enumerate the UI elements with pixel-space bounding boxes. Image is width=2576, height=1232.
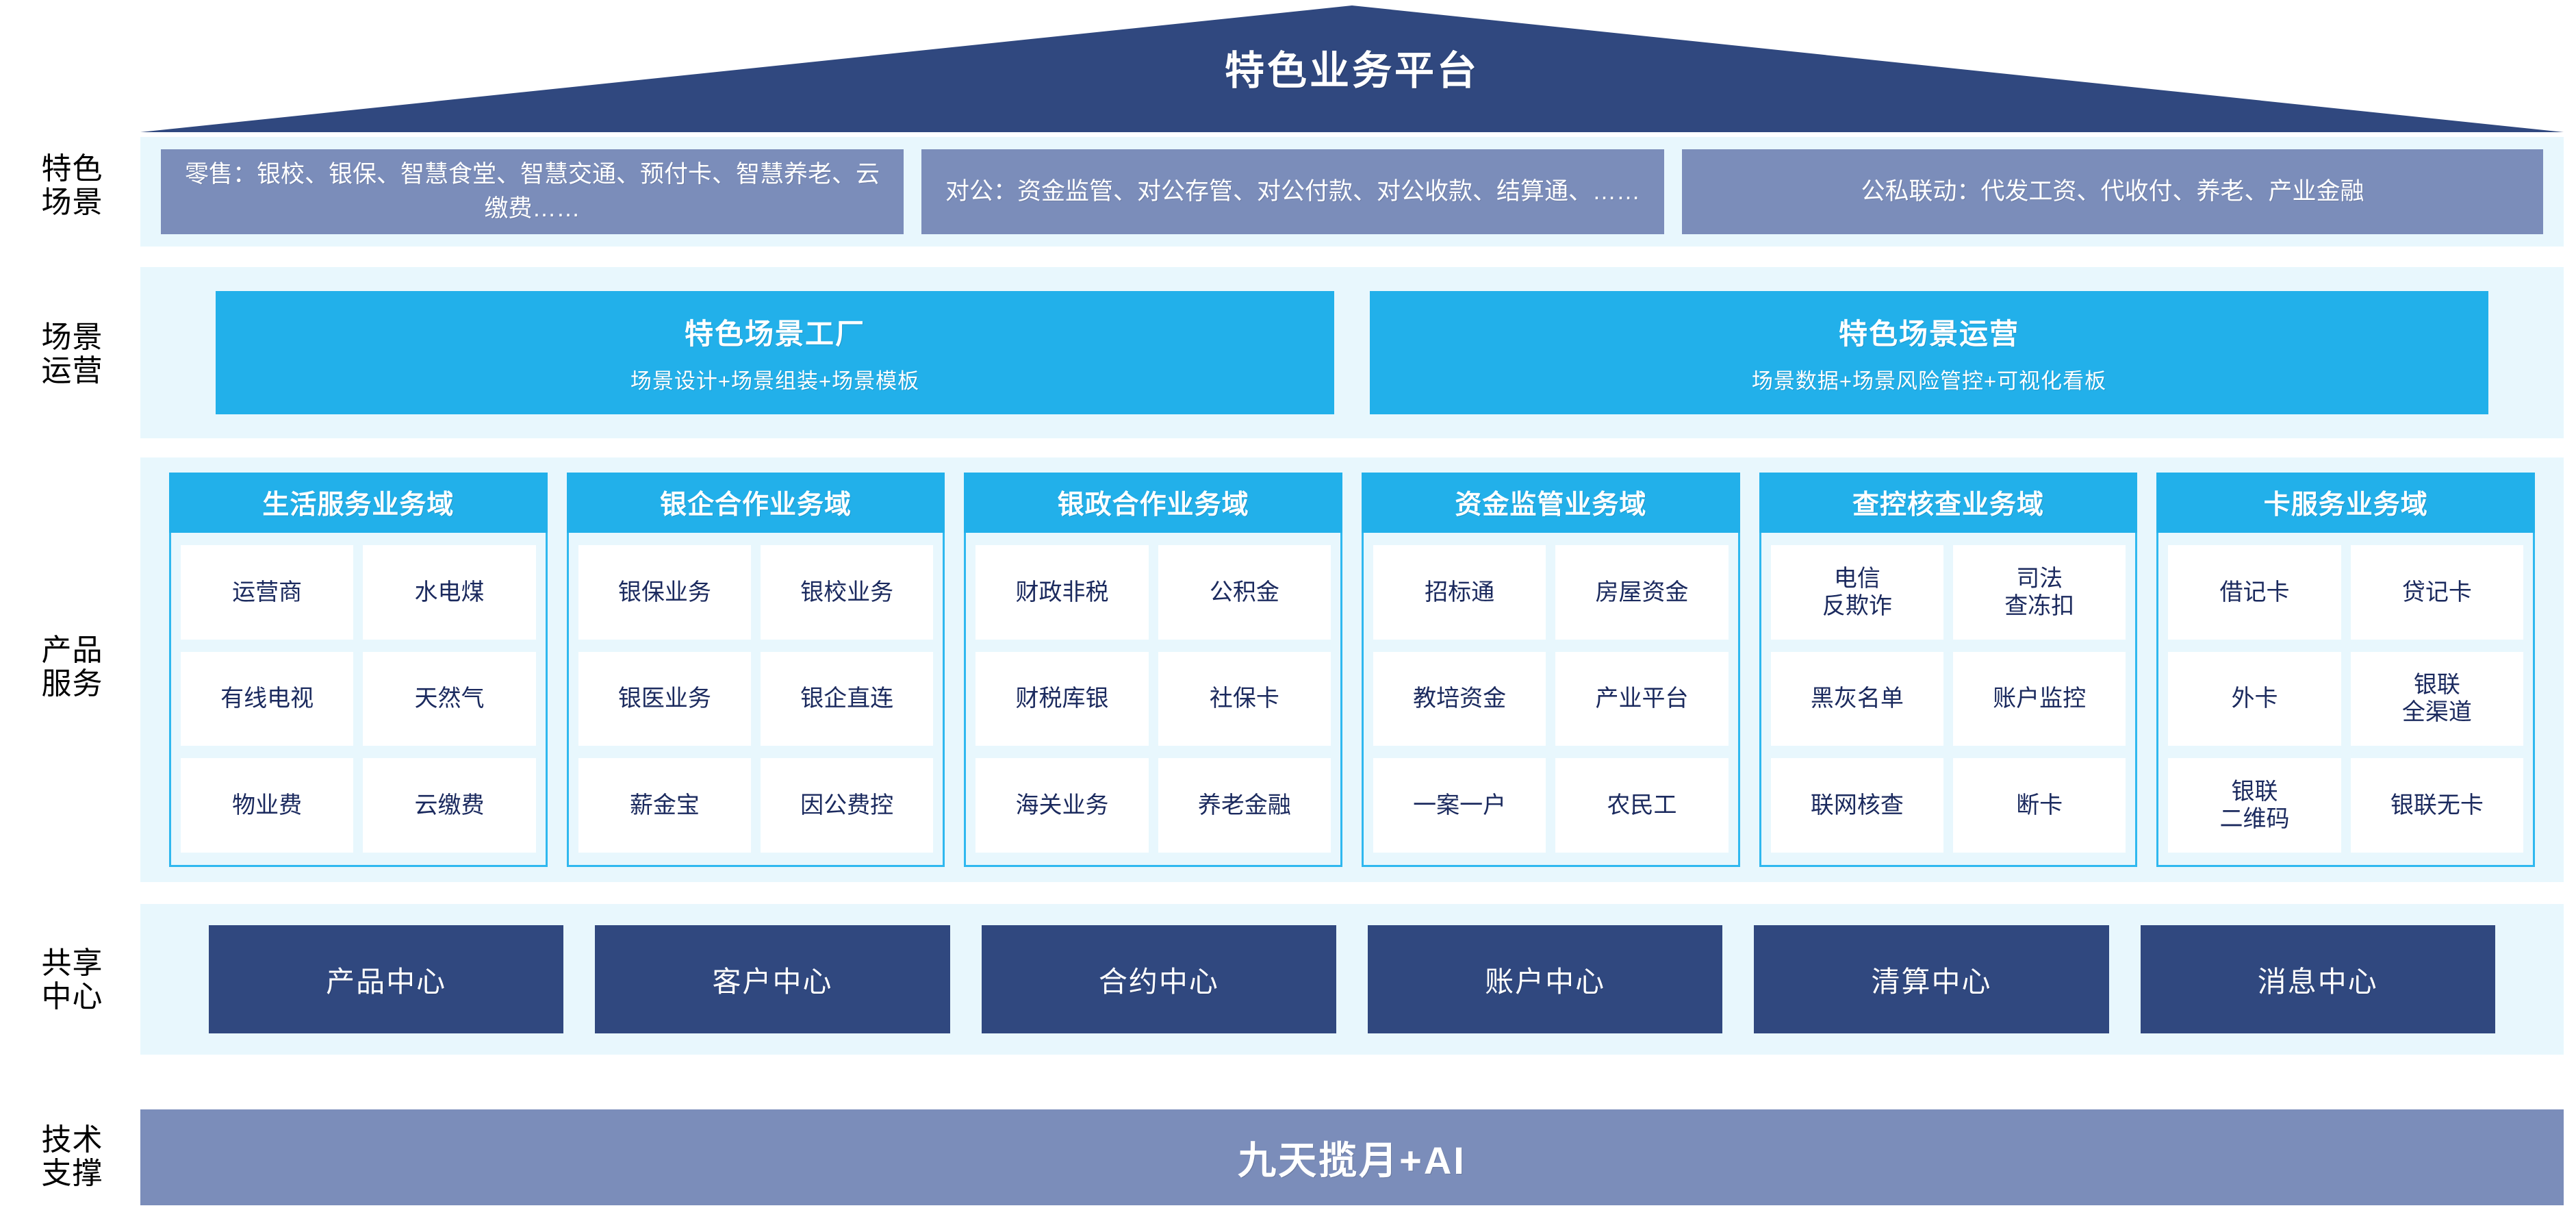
product-cell[interactable]: 招标通 [1373, 545, 1546, 640]
product-cell[interactable]: 有线电视 [181, 651, 354, 746]
product-services-row: 生活服务业务域 运营商 水电煤 有线电视 天然气 物业费 云缴费 银企合作业务域… [140, 457, 2564, 882]
operation-subtitle: 场景设计+场景组装+场景模板 [630, 369, 920, 393]
operation-subtitle: 场景数据+场景风险管控+可视化看板 [1751, 369, 2107, 393]
domain-header: 银政合作业务域 [964, 473, 1343, 533]
product-cell[interactable]: 账户监控 [1953, 651, 2126, 746]
product-cell[interactable]: 社保卡 [1158, 651, 1331, 746]
operation-title: 特色场景工厂 [684, 318, 865, 350]
product-cell[interactable]: 银企直连 [761, 651, 934, 746]
domain-cell-grid: 招标通 房屋资金 教培资金 产业平台 一案一户 农民工 [1362, 533, 1740, 867]
domain-header: 查控核查业务域 [1759, 473, 2138, 533]
product-cell[interactable]: 一案一户 [1373, 758, 1546, 853]
domain-cell-grid: 财政非税 公积金 财税库银 社保卡 海关业务 养老金融 [964, 533, 1343, 867]
domain-cell-grid: 电信 反欺诈 司法 查冻扣 黑灰名单 账户监控 联网核查 断卡 [1759, 533, 2138, 867]
domain-column-card-service: 卡服务业务域 借记卡 贷记卡 外卡 银联 全渠道 银联 二维码 银联无卡 [2156, 473, 2536, 867]
domain-cell-grid: 运营商 水电煤 有线电视 天然气 物业费 云缴费 [169, 533, 548, 867]
product-cell[interactable]: 断卡 [1953, 758, 2126, 853]
product-cell[interactable]: 银保业务 [578, 545, 751, 640]
shared-center-customer[interactable]: 客户中心 [595, 925, 950, 1033]
row-label-scenarios: 特色 场景 [41, 152, 103, 220]
product-cell[interactable]: 联网核查 [1770, 758, 1944, 853]
operation-box-scene-operation[interactable]: 特色场景运营 场景数据+场景风险管控+可视化看板 [1370, 291, 2488, 414]
scenario-box-retail[interactable]: 零售：银校、银保、智慧食堂、智慧交通、预付卡、智慧养老、云缴费…… [161, 149, 904, 234]
operation-title: 特色场景运营 [1838, 318, 2019, 350]
domain-column-bank-enterprise: 银企合作业务域 银保业务 银校业务 银医业务 银企直连 薪金宝 因公费控 [566, 473, 945, 867]
product-cell[interactable]: 云缴费 [363, 758, 536, 853]
domain-header: 生活服务业务域 [169, 473, 548, 533]
product-cell[interactable]: 教培资金 [1373, 651, 1546, 746]
shared-center-contract[interactable]: 合约中心 [981, 925, 1336, 1033]
product-cell[interactable]: 黑灰名单 [1770, 651, 1944, 746]
platform-roof-banner: 特色业务平台 [140, 5, 2564, 132]
product-cell[interactable]: 银医业务 [578, 651, 751, 746]
product-cell[interactable]: 公积金 [1158, 545, 1331, 640]
row-label-operations: 场景 运营 [41, 320, 103, 388]
roof-shape [140, 5, 2564, 132]
tech-support-bar[interactable]: 九天揽月+AI [140, 1109, 2564, 1205]
product-cell[interactable]: 水电煤 [363, 545, 536, 640]
product-cell[interactable]: 银校业务 [761, 545, 934, 640]
operation-box-scene-factory[interactable]: 特色场景工厂 场景设计+场景组装+场景模板 [216, 291, 1334, 414]
product-cell[interactable]: 天然气 [363, 651, 536, 746]
domain-cell-grid: 借记卡 贷记卡 外卡 银联 全渠道 银联 二维码 银联无卡 [2156, 533, 2536, 867]
row-label-products: 产品 服务 [41, 633, 103, 701]
domain-column-investigation-control: 查控核查业务域 电信 反欺诈 司法 查冻扣 黑灰名单 账户监控 联网核查 断卡 [1759, 473, 2138, 867]
product-cell[interactable]: 银联 二维码 [2168, 758, 2341, 853]
domain-column-bank-government: 银政合作业务域 财政非税 公积金 财税库银 社保卡 海关业务 养老金融 [964, 473, 1343, 867]
product-cell[interactable]: 电信 反欺诈 [1770, 545, 1944, 640]
domain-column-fund-supervision: 资金监管业务域 招标通 房屋资金 教培资金 产业平台 一案一户 农民工 [1362, 473, 1740, 867]
scenario-box-public-private[interactable]: 公私联动：代发工资、代收付、养老、产业金融 [1682, 149, 2543, 234]
product-cell[interactable]: 司法 查冻扣 [1953, 545, 2126, 640]
scenario-box-corporate[interactable]: 对公：资金监管、对公存管、对公付款、对公收款、结算通、…… [921, 149, 1664, 234]
domain-header: 银企合作业务域 [566, 473, 945, 533]
page-title: 特色业务平台 [1224, 49, 1479, 93]
domain-column-life-service: 生活服务业务域 运营商 水电煤 有线电视 天然气 物业费 云缴费 [169, 473, 548, 867]
product-cell[interactable]: 运营商 [181, 545, 354, 640]
product-cell[interactable]: 薪金宝 [578, 758, 751, 853]
shared-centers-row: 产品中心 客户中心 合约中心 账户中心 清算中心 消息中心 [140, 904, 2564, 1055]
row-label-shared-centers: 共享 中心 [41, 946, 103, 1014]
scenarios-row: 零售：银校、银保、智慧食堂、智慧交通、预付卡、智慧养老、云缴费…… 对公：资金监… [140, 137, 2564, 247]
product-cell[interactable]: 房屋资金 [1555, 545, 1729, 640]
operations-row: 特色场景工厂 场景设计+场景组装+场景模板 特色场景运营 场景数据+场景风险管控… [140, 267, 2564, 438]
product-cell[interactable]: 养老金融 [1158, 758, 1331, 853]
product-cell[interactable]: 财税库银 [975, 651, 1149, 746]
domain-header: 卡服务业务域 [2156, 473, 2536, 533]
product-cell[interactable]: 产业平台 [1555, 651, 1729, 746]
row-label-tech-support: 技术 支撑 [41, 1123, 103, 1191]
product-cell[interactable]: 贷记卡 [2350, 545, 2524, 640]
shared-center-message[interactable]: 消息中心 [2140, 925, 2495, 1033]
domain-cell-grid: 银保业务 银校业务 银医业务 银企直连 薪金宝 因公费控 [566, 533, 945, 867]
shared-center-settlement[interactable]: 清算中心 [1754, 925, 2109, 1033]
shared-center-product[interactable]: 产品中心 [209, 925, 564, 1033]
product-cell[interactable]: 物业费 [181, 758, 354, 853]
product-cell[interactable]: 因公费控 [761, 758, 934, 853]
product-cell[interactable]: 借记卡 [2168, 545, 2341, 640]
product-cell[interactable]: 银联 全渠道 [2350, 651, 2524, 746]
product-cell[interactable]: 财政非税 [975, 545, 1149, 640]
shared-center-account[interactable]: 账户中心 [1367, 925, 1723, 1033]
domain-header: 资金监管业务域 [1362, 473, 1740, 533]
product-cell[interactable]: 农民工 [1555, 758, 1729, 853]
product-cell[interactable]: 海关业务 [975, 758, 1149, 853]
product-cell[interactable]: 银联无卡 [2350, 758, 2524, 853]
product-cell[interactable]: 外卡 [2168, 651, 2341, 746]
